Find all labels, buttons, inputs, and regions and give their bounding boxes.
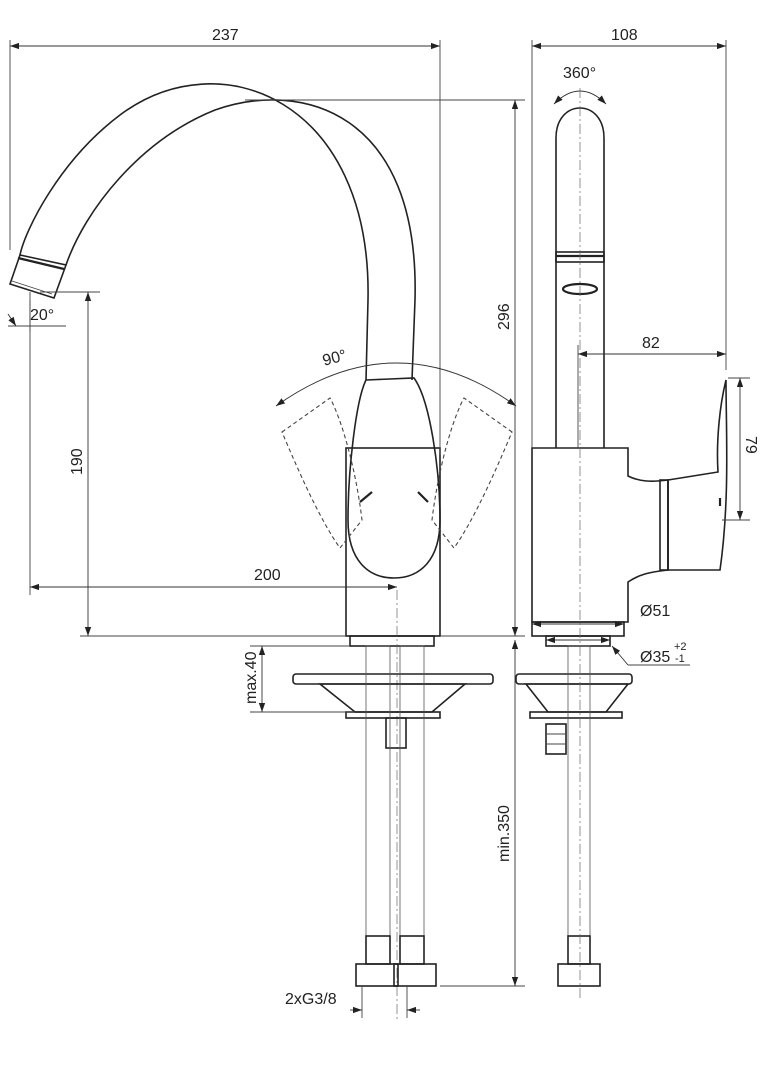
side-body	[531, 379, 728, 647]
dim-body-diameter: Ø51	[640, 603, 670, 620]
dim-hole-tol-lower: -1	[675, 653, 685, 665]
dim-overall-width: 237	[212, 27, 239, 44]
dim-hole-diameter: Ø35	[640, 649, 670, 666]
dim-lever-depth: 82	[642, 335, 660, 352]
dim-depth: 108	[611, 27, 638, 44]
dim-max-deck: max.40	[243, 651, 260, 704]
lever-swing-positions	[281, 397, 513, 549]
dim-connection: 2xG3/8	[285, 991, 337, 1008]
dim-hose-length: min.350	[496, 805, 513, 862]
dim-rotation: 360°	[563, 65, 596, 82]
side-mounting-set	[515, 645, 633, 987]
side-view: 360° 108 82 79 Ø51 Ø35 +2 -1	[515, 27, 759, 1000]
spout	[8, 83, 416, 381]
dim-spout-height: 296	[496, 303, 513, 330]
tap-body	[345, 377, 441, 647]
dim-hole-tol-upper: +2	[674, 641, 687, 653]
dim-projection: 200	[254, 567, 281, 584]
dim-lever-angle: 90°	[321, 347, 349, 370]
front-view: 237 296 190 200 20° 90° max.40 min.350	[7, 27, 525, 1020]
dim-outlet-clearance: 190	[69, 448, 86, 475]
mounting-set	[292, 645, 494, 987]
dim-outlet-angle: 20°	[30, 307, 54, 324]
dim-lever-height: 79	[742, 436, 759, 454]
